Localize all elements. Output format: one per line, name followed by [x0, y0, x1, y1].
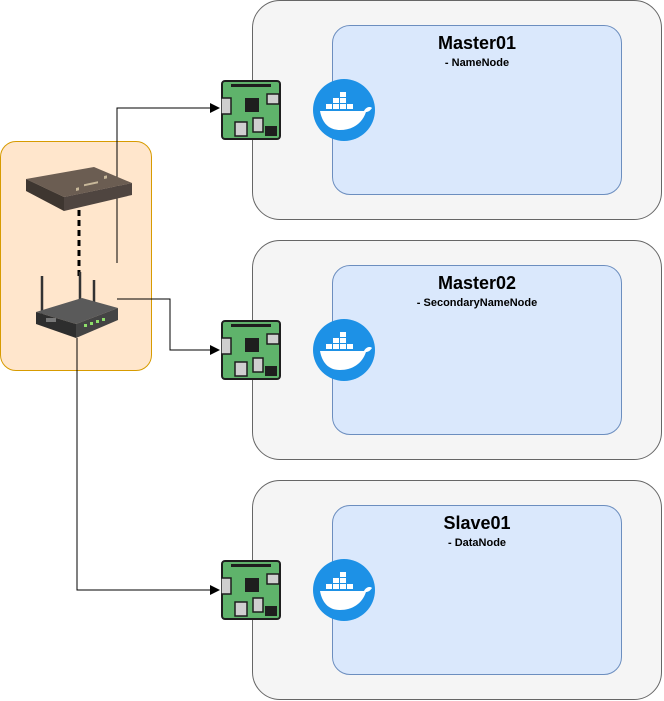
node-title: Master02 — [437, 273, 517, 293]
modem-icon — [26, 167, 132, 211]
raspberry-pi-icon — [221, 560, 281, 620]
link-slave01 — [76, 338, 220, 595]
docker-icon — [313, 319, 375, 381]
node-master01-container: Master01 - NameNode — [332, 25, 622, 195]
node-master02-container: Master02 - SecondaryNameNode — [332, 265, 622, 435]
raspberry-pi-icon — [221, 80, 281, 140]
node-role: - SecondaryNameNode — [416, 297, 538, 309]
raspberry-pi-icon — [221, 320, 281, 380]
node-role: - DataNode — [447, 537, 507, 549]
node-title: Master01 — [437, 33, 517, 53]
node-title: Slave01 — [443, 513, 511, 533]
wireless-router-icon — [36, 272, 118, 338]
docker-icon — [313, 559, 375, 621]
link-master02 — [117, 298, 220, 355]
node-role: - NameNode — [444, 57, 510, 69]
link-master01 — [116, 103, 220, 263]
docker-icon — [313, 79, 375, 141]
node-slave01-container: Slave01 - DataNode — [332, 505, 622, 675]
